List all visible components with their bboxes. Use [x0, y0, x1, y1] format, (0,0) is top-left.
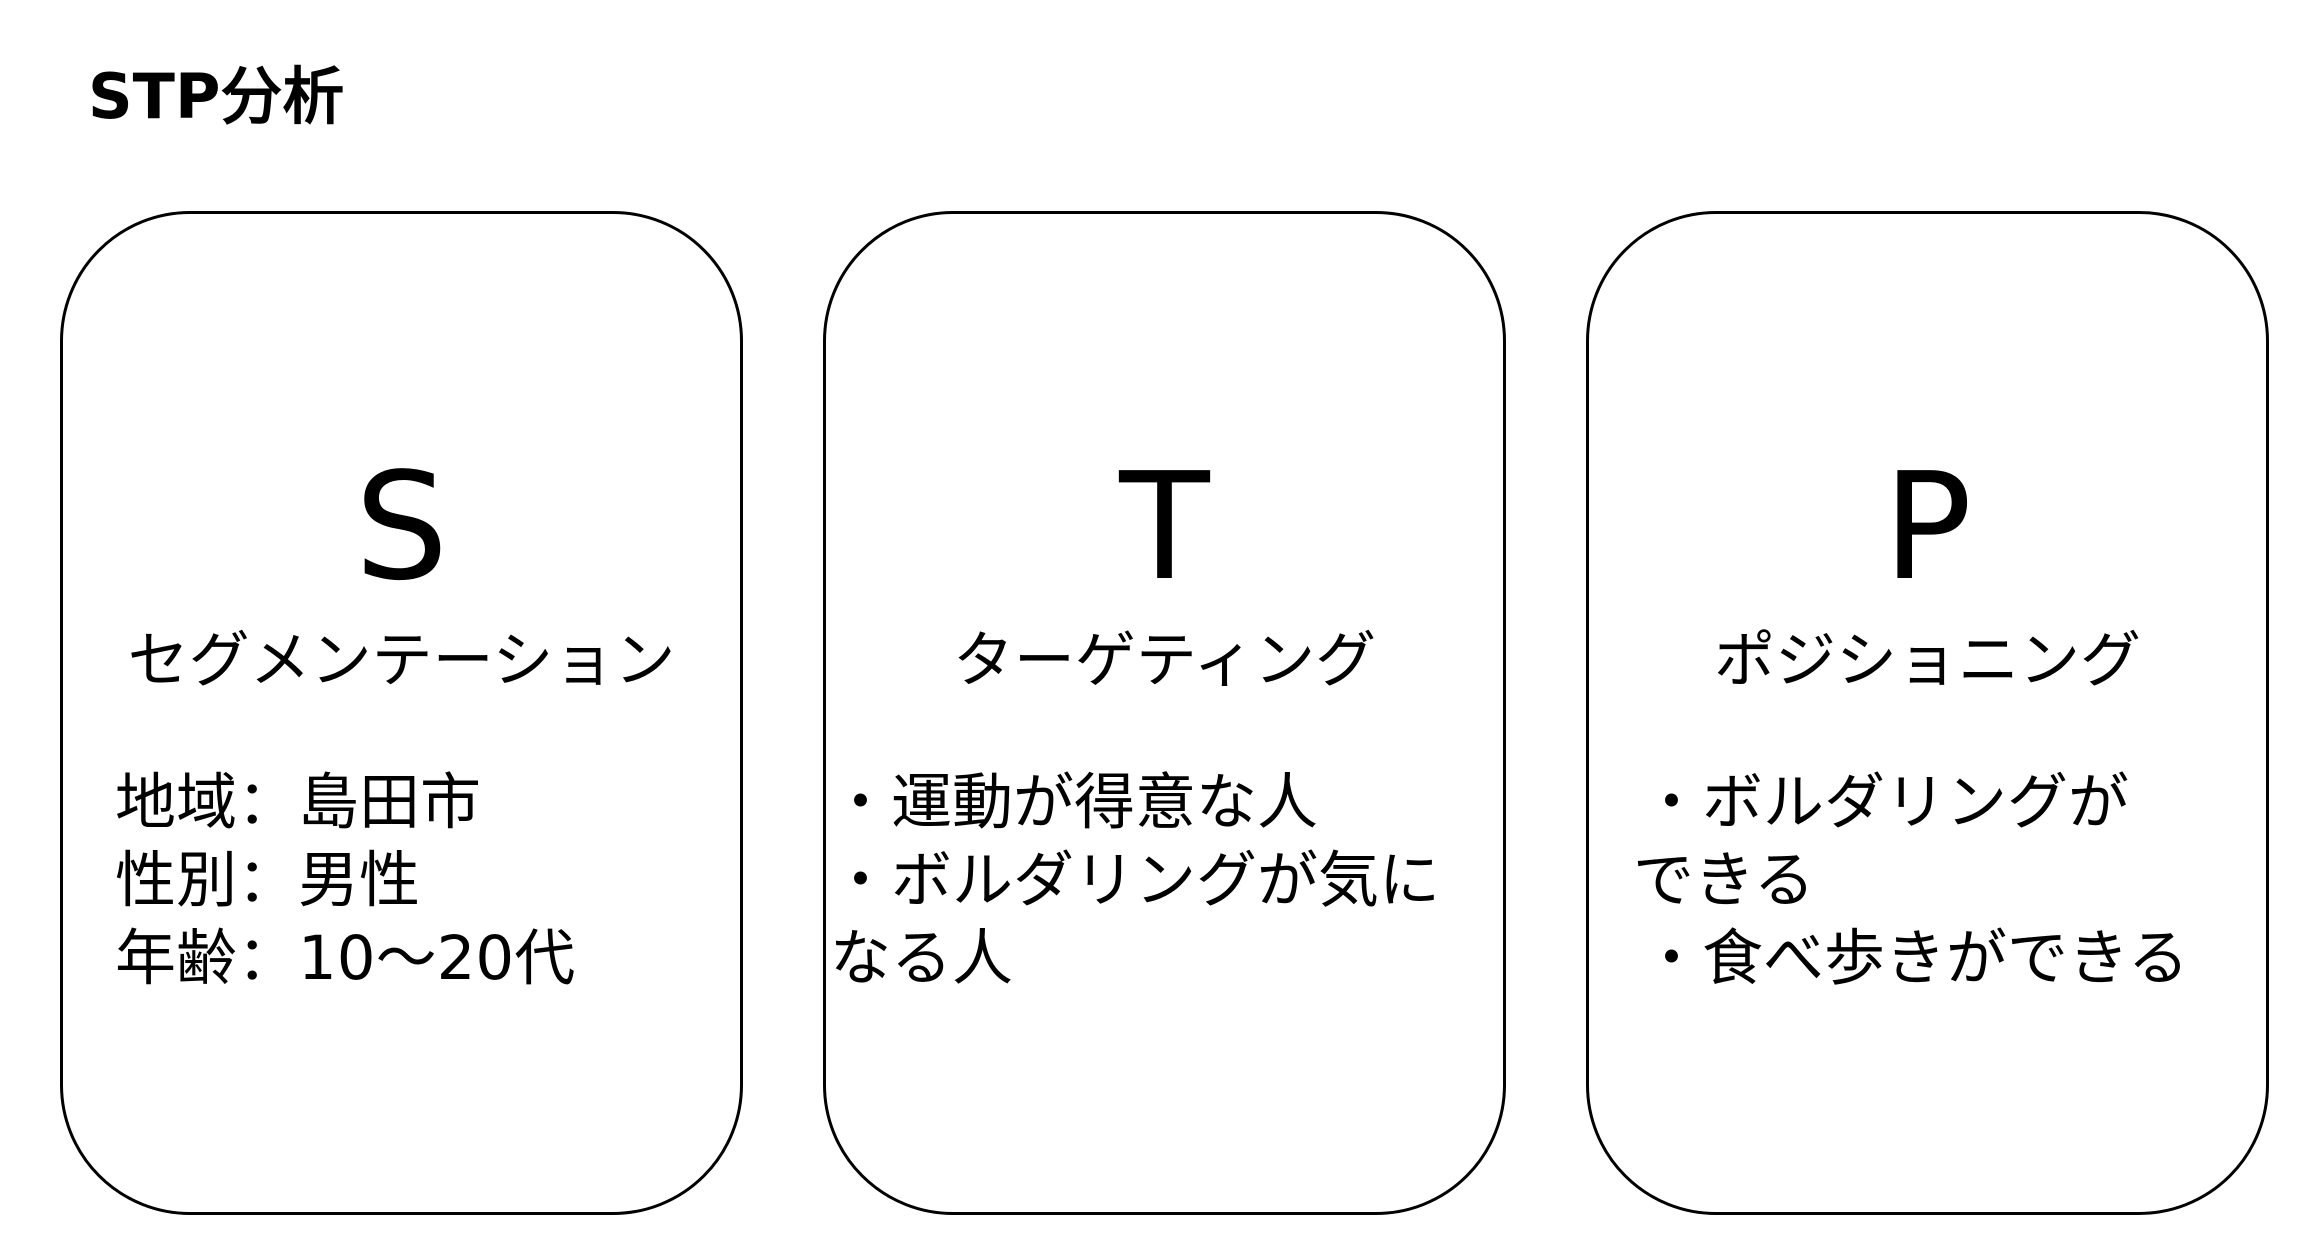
- detail-line: ・ボルダリングが: [1641, 767, 2130, 838]
- detail-line: 性別：男性: [115, 845, 421, 916]
- detail-line: ・食べ歩きができる: [1641, 923, 2189, 994]
- card-details: ・運動が得意な人 ・ボルダリングが気に なる人: [830, 764, 1440, 998]
- card-letter: P: [1882, 441, 1973, 613]
- card-details: ・ボルダリングが できる ・食べ歩きができる: [1633, 764, 2189, 998]
- page-title: STP分析: [88, 60, 345, 133]
- positioning-card: P ポジショニング ・ボルダリングが できる ・食べ歩きができる: [1586, 211, 2269, 1215]
- detail-line: ・ボルダリングが気に: [830, 845, 1441, 916]
- detail-line: ・運動が得意な人: [830, 767, 1319, 838]
- card-heading: ターゲティング: [952, 625, 1377, 696]
- detail-line: 地域：島田市: [115, 767, 482, 838]
- segmentation-card: S セグメンテーション 地域：島田市 性別：男性 年齢：10〜20代: [60, 211, 743, 1215]
- card-letter: T: [1119, 441, 1210, 613]
- detail-line: 年齢：10〜20代: [115, 923, 576, 994]
- card-heading: ポジショニング: [1713, 625, 2141, 696]
- card-heading: セグメンテーション: [127, 625, 676, 696]
- detail-line: なる人: [830, 923, 1014, 994]
- targeting-card: T ターゲティング ・運動が得意な人 ・ボルダリングが気に なる人: [823, 211, 1506, 1215]
- card-letter: S: [354, 441, 449, 613]
- detail-line: できる: [1633, 845, 1815, 916]
- card-details: 地域：島田市 性別：男性 年齢：10〜20代: [115, 764, 575, 998]
